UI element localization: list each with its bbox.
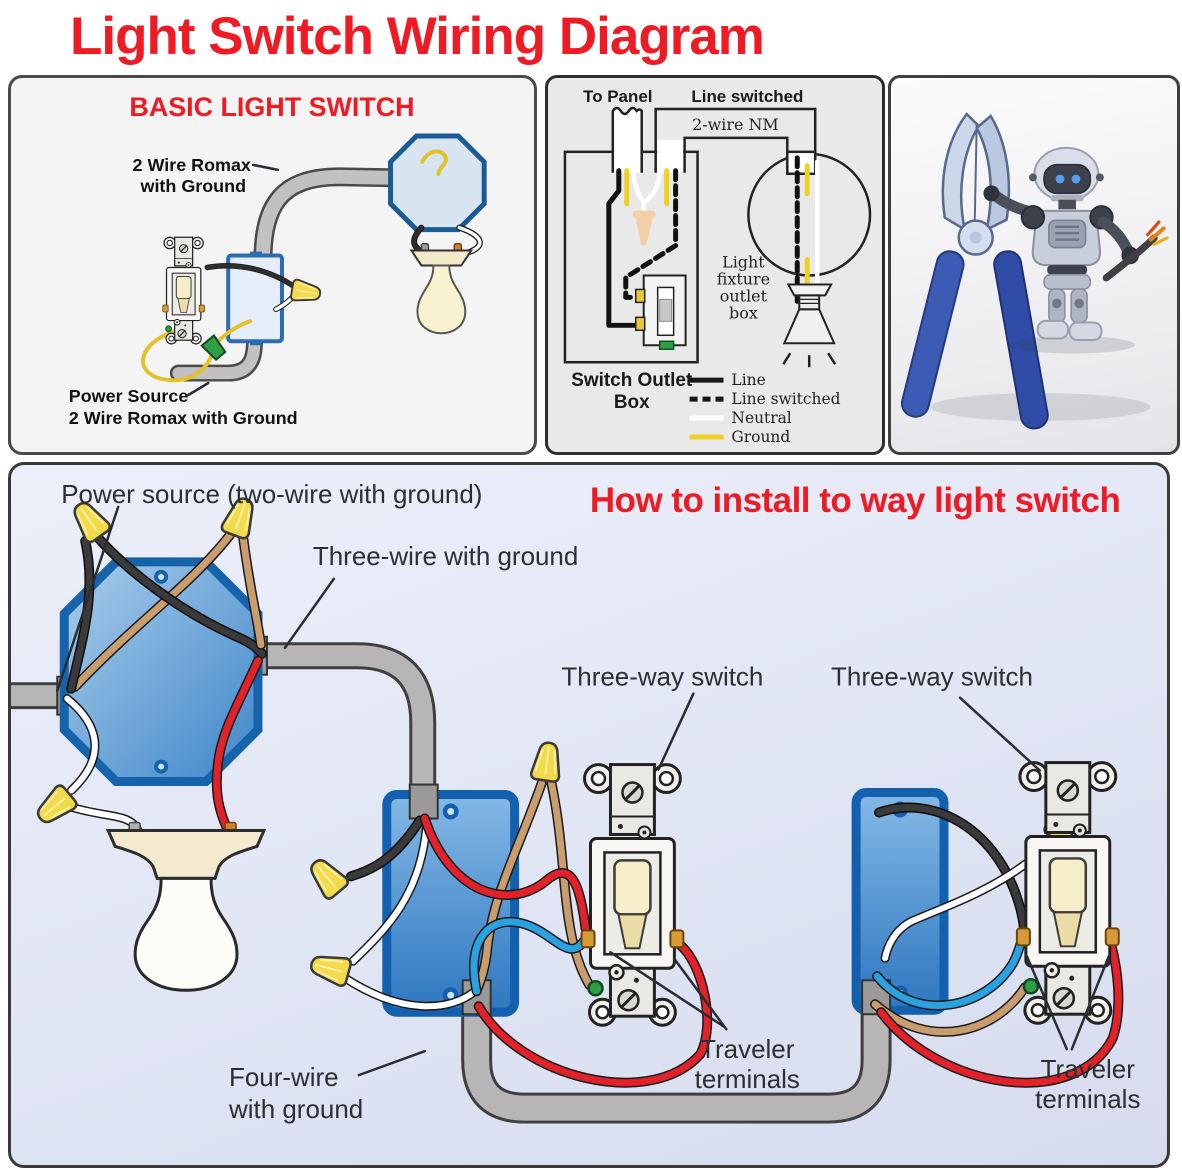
schematic-wires xyxy=(606,155,820,328)
traveler-terminals-label-1-line2: terminals xyxy=(695,1064,800,1094)
romax-cable-top xyxy=(253,167,405,279)
legend-ground: Ground xyxy=(731,428,790,446)
label-pointer xyxy=(251,163,280,172)
three-way-switch-label-2: Three-way switch xyxy=(831,662,1033,692)
romax-cable-power xyxy=(169,328,264,382)
pliers-icon xyxy=(900,112,1049,430)
three-way-install-diagram: How to install to way light switch Power… xyxy=(11,479,1140,1124)
switch-outlet-box-label-line1: Switch Outlet xyxy=(571,370,693,391)
light-bulb xyxy=(416,264,467,335)
light-bulb xyxy=(133,876,239,992)
basic-light-switch-diagram: BASIC LIGHT SWITCH xyxy=(69,92,487,428)
ground-pigtail-icon xyxy=(420,149,448,176)
four-wire-label-line2: with ground xyxy=(228,1094,363,1124)
four-wire-cable xyxy=(461,988,892,1124)
lamp-holder xyxy=(409,242,474,267)
line-switched-label: Line switched xyxy=(691,87,803,106)
three-way-switch-2 xyxy=(1015,761,1121,1025)
switch-outlet-schematic: To Panel Line switched 2-wire NM xyxy=(563,87,872,446)
howto-title: How to install to way light switch xyxy=(590,481,1120,520)
three-way-switch-label-1: Three-way switch xyxy=(561,662,763,692)
switch-outlet-box-label-line2: Box xyxy=(614,392,650,413)
robot-icon xyxy=(983,146,1169,354)
power-source-label-line2: 2 Wire Romax with Ground xyxy=(69,408,298,428)
robot-pliers-illustration xyxy=(900,112,1169,430)
two-wire-nm-label: 2-wire NM xyxy=(692,115,779,134)
switch-outlet-schematic-panel: To Panel Line switched 2-wire NM xyxy=(545,75,885,455)
legend-line-switched: Line switched xyxy=(731,390,840,408)
wire-nut-icon xyxy=(289,278,323,306)
fixture-label-line1: Light xyxy=(722,252,765,271)
traveler-terminals-label-1-line1: Traveler xyxy=(700,1034,795,1064)
lamp-glyph xyxy=(782,283,837,368)
three-wire-label: Three-wire with ground xyxy=(313,541,578,571)
legend-neutral: Neutral xyxy=(731,409,791,427)
light-switch-device xyxy=(162,236,206,345)
four-wire-label-line1: Four-wire xyxy=(229,1062,339,1092)
page-title: Light Switch Wiring Diagram xyxy=(70,7,765,66)
fixture-label-line3: outlet xyxy=(720,286,768,305)
to-panel-cable xyxy=(611,106,643,173)
to-panel-label: To Panel xyxy=(583,87,652,106)
lamp-holder xyxy=(105,821,267,880)
romax-label-line2: with Ground xyxy=(140,176,247,196)
legend-line: Line xyxy=(731,371,765,389)
basic-light-switch-panel: BASIC LIGHT SWITCH xyxy=(8,75,537,455)
two-wire-nm-run xyxy=(654,107,817,173)
traveler-terminals-label-2-line1: Traveler xyxy=(1041,1054,1136,1084)
fixture-cable-stub xyxy=(786,150,817,176)
ground-crimp-icon xyxy=(200,333,227,361)
wire-nut-icon xyxy=(306,948,354,989)
octagon-junction-box xyxy=(59,557,263,787)
robot-pliers-panel xyxy=(888,75,1180,455)
traveler-terminals-label-2-line2: terminals xyxy=(1035,1084,1140,1114)
switch-wall-box xyxy=(226,251,284,346)
three-way-install-panel: How to install to way light switch Power… xyxy=(8,462,1170,1168)
schematic-switch-device xyxy=(634,274,687,350)
wire-nut-icon xyxy=(529,739,565,784)
fixture-label-line2: fixture xyxy=(717,269,770,288)
basic-panel-title: BASIC LIGHT SWITCH xyxy=(129,92,414,122)
three-wire-cable xyxy=(247,635,437,809)
romax-label-line1: 2 Wire Romax xyxy=(133,155,251,175)
power-source-label: Power source (two-wire with ground) xyxy=(61,479,482,509)
label-pointer xyxy=(187,381,210,397)
power-source-label-line1: Power Source xyxy=(69,386,189,406)
three-way-switch-1 xyxy=(580,763,685,1027)
legend: Line Line switched Neutral Ground xyxy=(689,371,841,446)
fixture-octagon-box xyxy=(388,133,487,233)
fixture-label-line4: box xyxy=(729,303,758,322)
wire-nut-icon xyxy=(632,210,656,246)
pointer-lines xyxy=(56,505,1111,1077)
wire-nut-icon xyxy=(302,852,352,902)
switch-box-2 xyxy=(851,788,949,1016)
